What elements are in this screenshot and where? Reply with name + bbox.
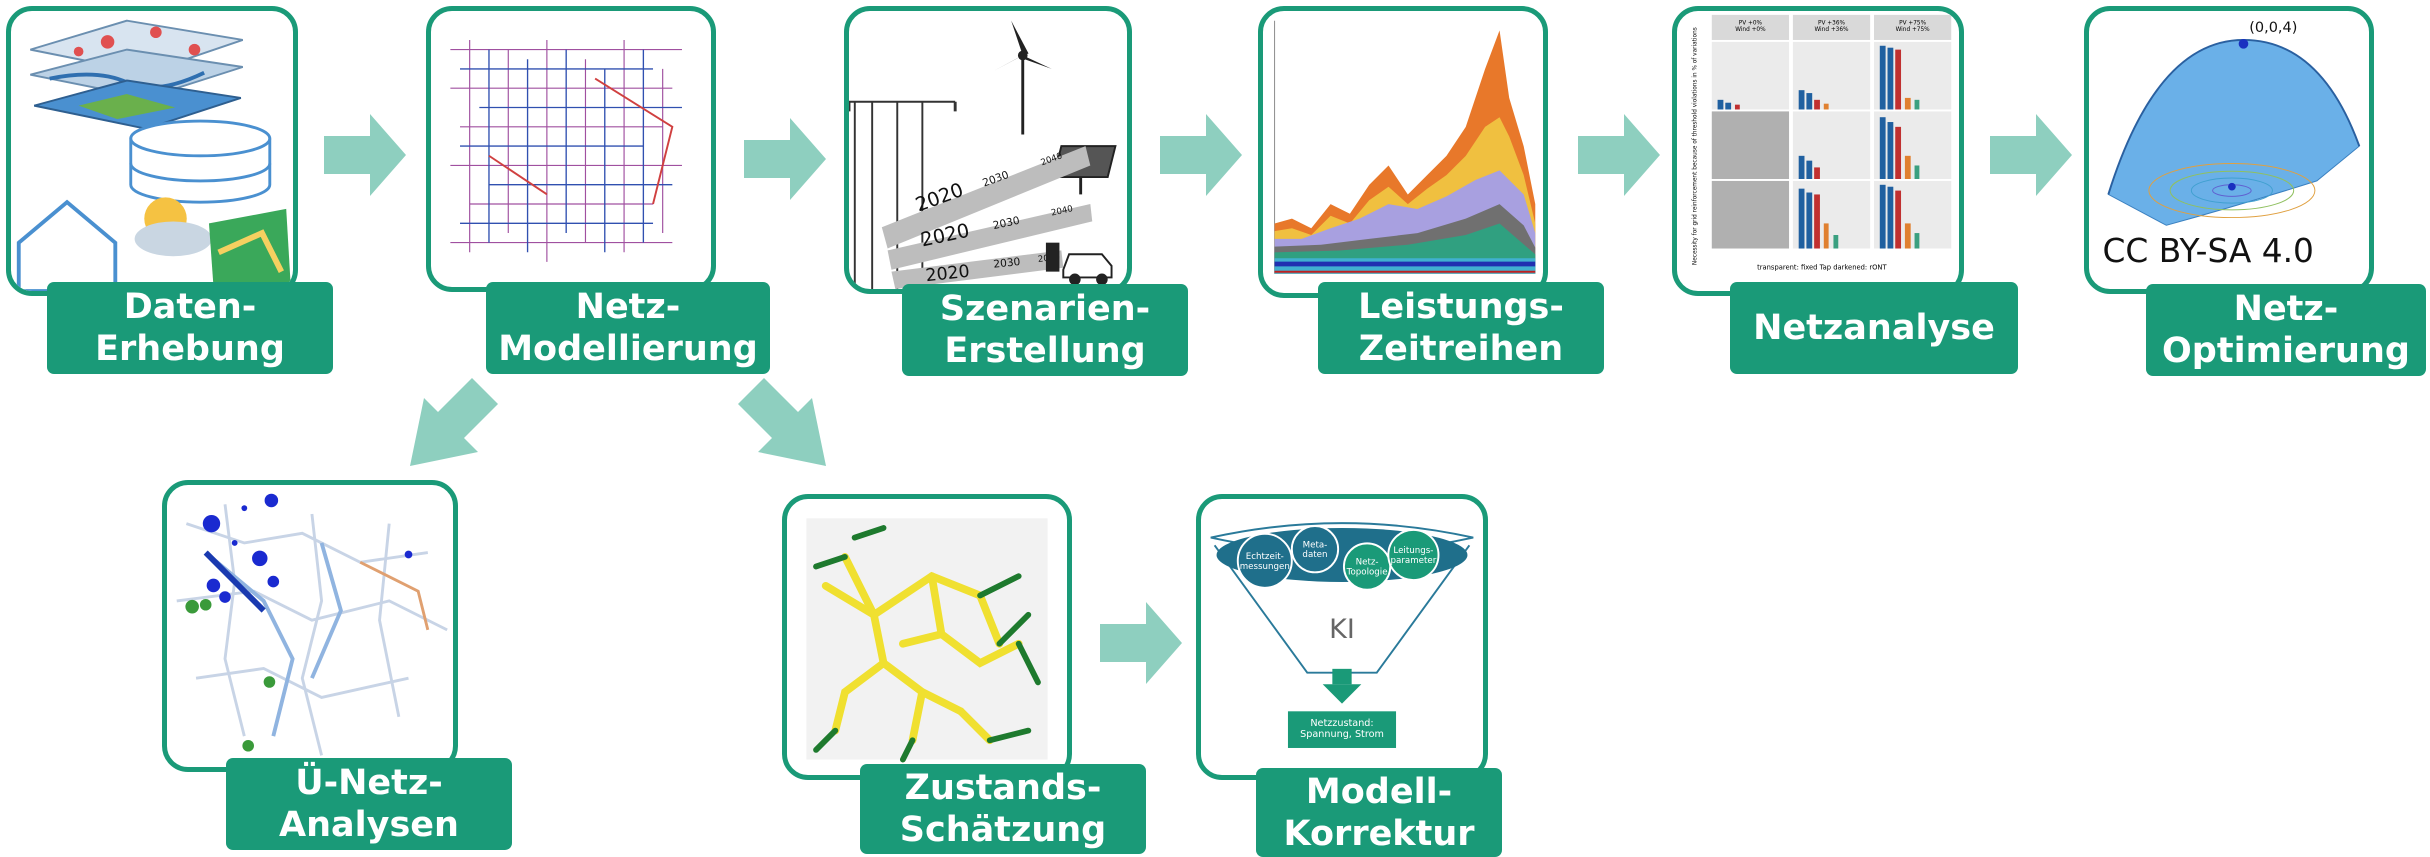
arrow-right-icon [1578, 114, 1660, 196]
netz-optimierung-card: (0,0,4) CC BY-SA 4.0 [2084, 6, 2374, 294]
distribution-map-icon [806, 518, 1048, 763]
netz-modellierung-label: Netz- Modellierung [486, 282, 770, 374]
modell-korrektur-card: Echtzeit-messungen Meta-daten Netz-Topol… [1196, 494, 1488, 780]
ue-netz-analysen-label: Ü-Netz- Analysen [226, 758, 512, 850]
arrow-right-3 [1160, 114, 1242, 196]
daten-erhebung-card [6, 6, 298, 296]
arrow-right-icon [1990, 114, 2072, 196]
license-text: CC BY-SA 4.0 [2103, 232, 2314, 270]
arrow-right-2 [744, 118, 826, 200]
surface-plot-icon: (0,0,4) CC BY-SA 4.0 [2103, 20, 2361, 270]
panel-header: PV +0%Wind +0% [1735, 21, 1766, 34]
bar-facet-icon: PV +0%Wind +0% PV +36%Wind +36% PV +75%W… [1692, 14, 1952, 272]
arrow-down-left [408, 378, 498, 468]
year-label: 2030 [992, 214, 1021, 232]
bubble-topologie: Netz-Topologie [1346, 558, 1388, 578]
ue-netz-analysen-card [162, 480, 458, 772]
year-label: 2020 [925, 262, 971, 287]
arrow-right-icon [744, 118, 826, 200]
bubble-metadaten: Meta-daten [1302, 540, 1327, 560]
point-label: (0,0,4) [2249, 20, 2297, 36]
grid-schematic-icon [450, 39, 682, 262]
arrow-right-6 [1100, 602, 1182, 684]
year-label: 2030 [993, 255, 1021, 271]
panel-header: PV +36%Wind +36% [1814, 21, 1849, 34]
netz-optimierung-label: Netz- Optimierung [2146, 284, 2426, 376]
arrow-right-5 [1990, 114, 2072, 196]
y-axis-label: Necessity for grid reinforcement because… [1692, 27, 1698, 265]
output-text: Netzzustand:Spannung, Strom [1300, 718, 1384, 740]
year-label: 2040 [1050, 204, 1074, 218]
daten-erhebung-label: Daten- Erhebung [47, 282, 333, 374]
ki-text: KI [1329, 614, 1355, 645]
leistungs-zeitreihen-label: Leistungs- Zeitreihen [1318, 282, 1604, 374]
panel-header: PV +75%Wind +75% [1896, 21, 1931, 34]
x-axis-label: transparent: fixed Tap darkened: rONT [1757, 264, 1887, 272]
netzanalyse-card: PV +0%Wind +0% PV +36%Wind +36% PV +75%W… [1672, 6, 1964, 296]
ki-funnel-icon: Echtzeit-messungen Meta-daten Netz-Topol… [1210, 522, 1474, 748]
arrow-right-icon [1160, 114, 1242, 196]
zustands-schaetzung-label: Zustands- Schätzung [860, 764, 1146, 854]
szenarien-erstellung-label: Szenarien- Erstellung [902, 284, 1188, 376]
bubble-echtzeit: Echtzeit-messungen [1240, 552, 1290, 572]
netz-modellierung-card [426, 6, 716, 292]
map-layers-icon [16, 19, 292, 291]
arrow-right-icon [324, 114, 406, 196]
netzanalyse-label: Netzanalyse [1730, 282, 2018, 374]
szenarien-erstellung-card: 2020 2030 2040 2020 2030 2040 2020 2030 … [844, 6, 1132, 294]
modell-korrektur-label: Modell- Korrektur [1256, 768, 1502, 857]
arrow-down-right [738, 378, 828, 468]
arrow-right-1 [324, 114, 406, 196]
scenario-icon: 2020 2030 2040 2020 2030 2040 2020 2030 … [849, 20, 1117, 289]
leistungs-zeitreihen-card [1258, 6, 1548, 298]
arrow-right-icon [1100, 602, 1182, 684]
zustands-schaetzung-card [782, 494, 1072, 780]
bubble-leitungsparameter: Leitungs-parameter [1391, 546, 1437, 566]
arrow-down-left-icon [410, 378, 498, 466]
arrow-right-4 [1578, 114, 1660, 196]
arrow-down-right-icon [738, 378, 826, 466]
transmission-map-icon [176, 493, 448, 756]
timeseries-icon [1274, 20, 1536, 274]
